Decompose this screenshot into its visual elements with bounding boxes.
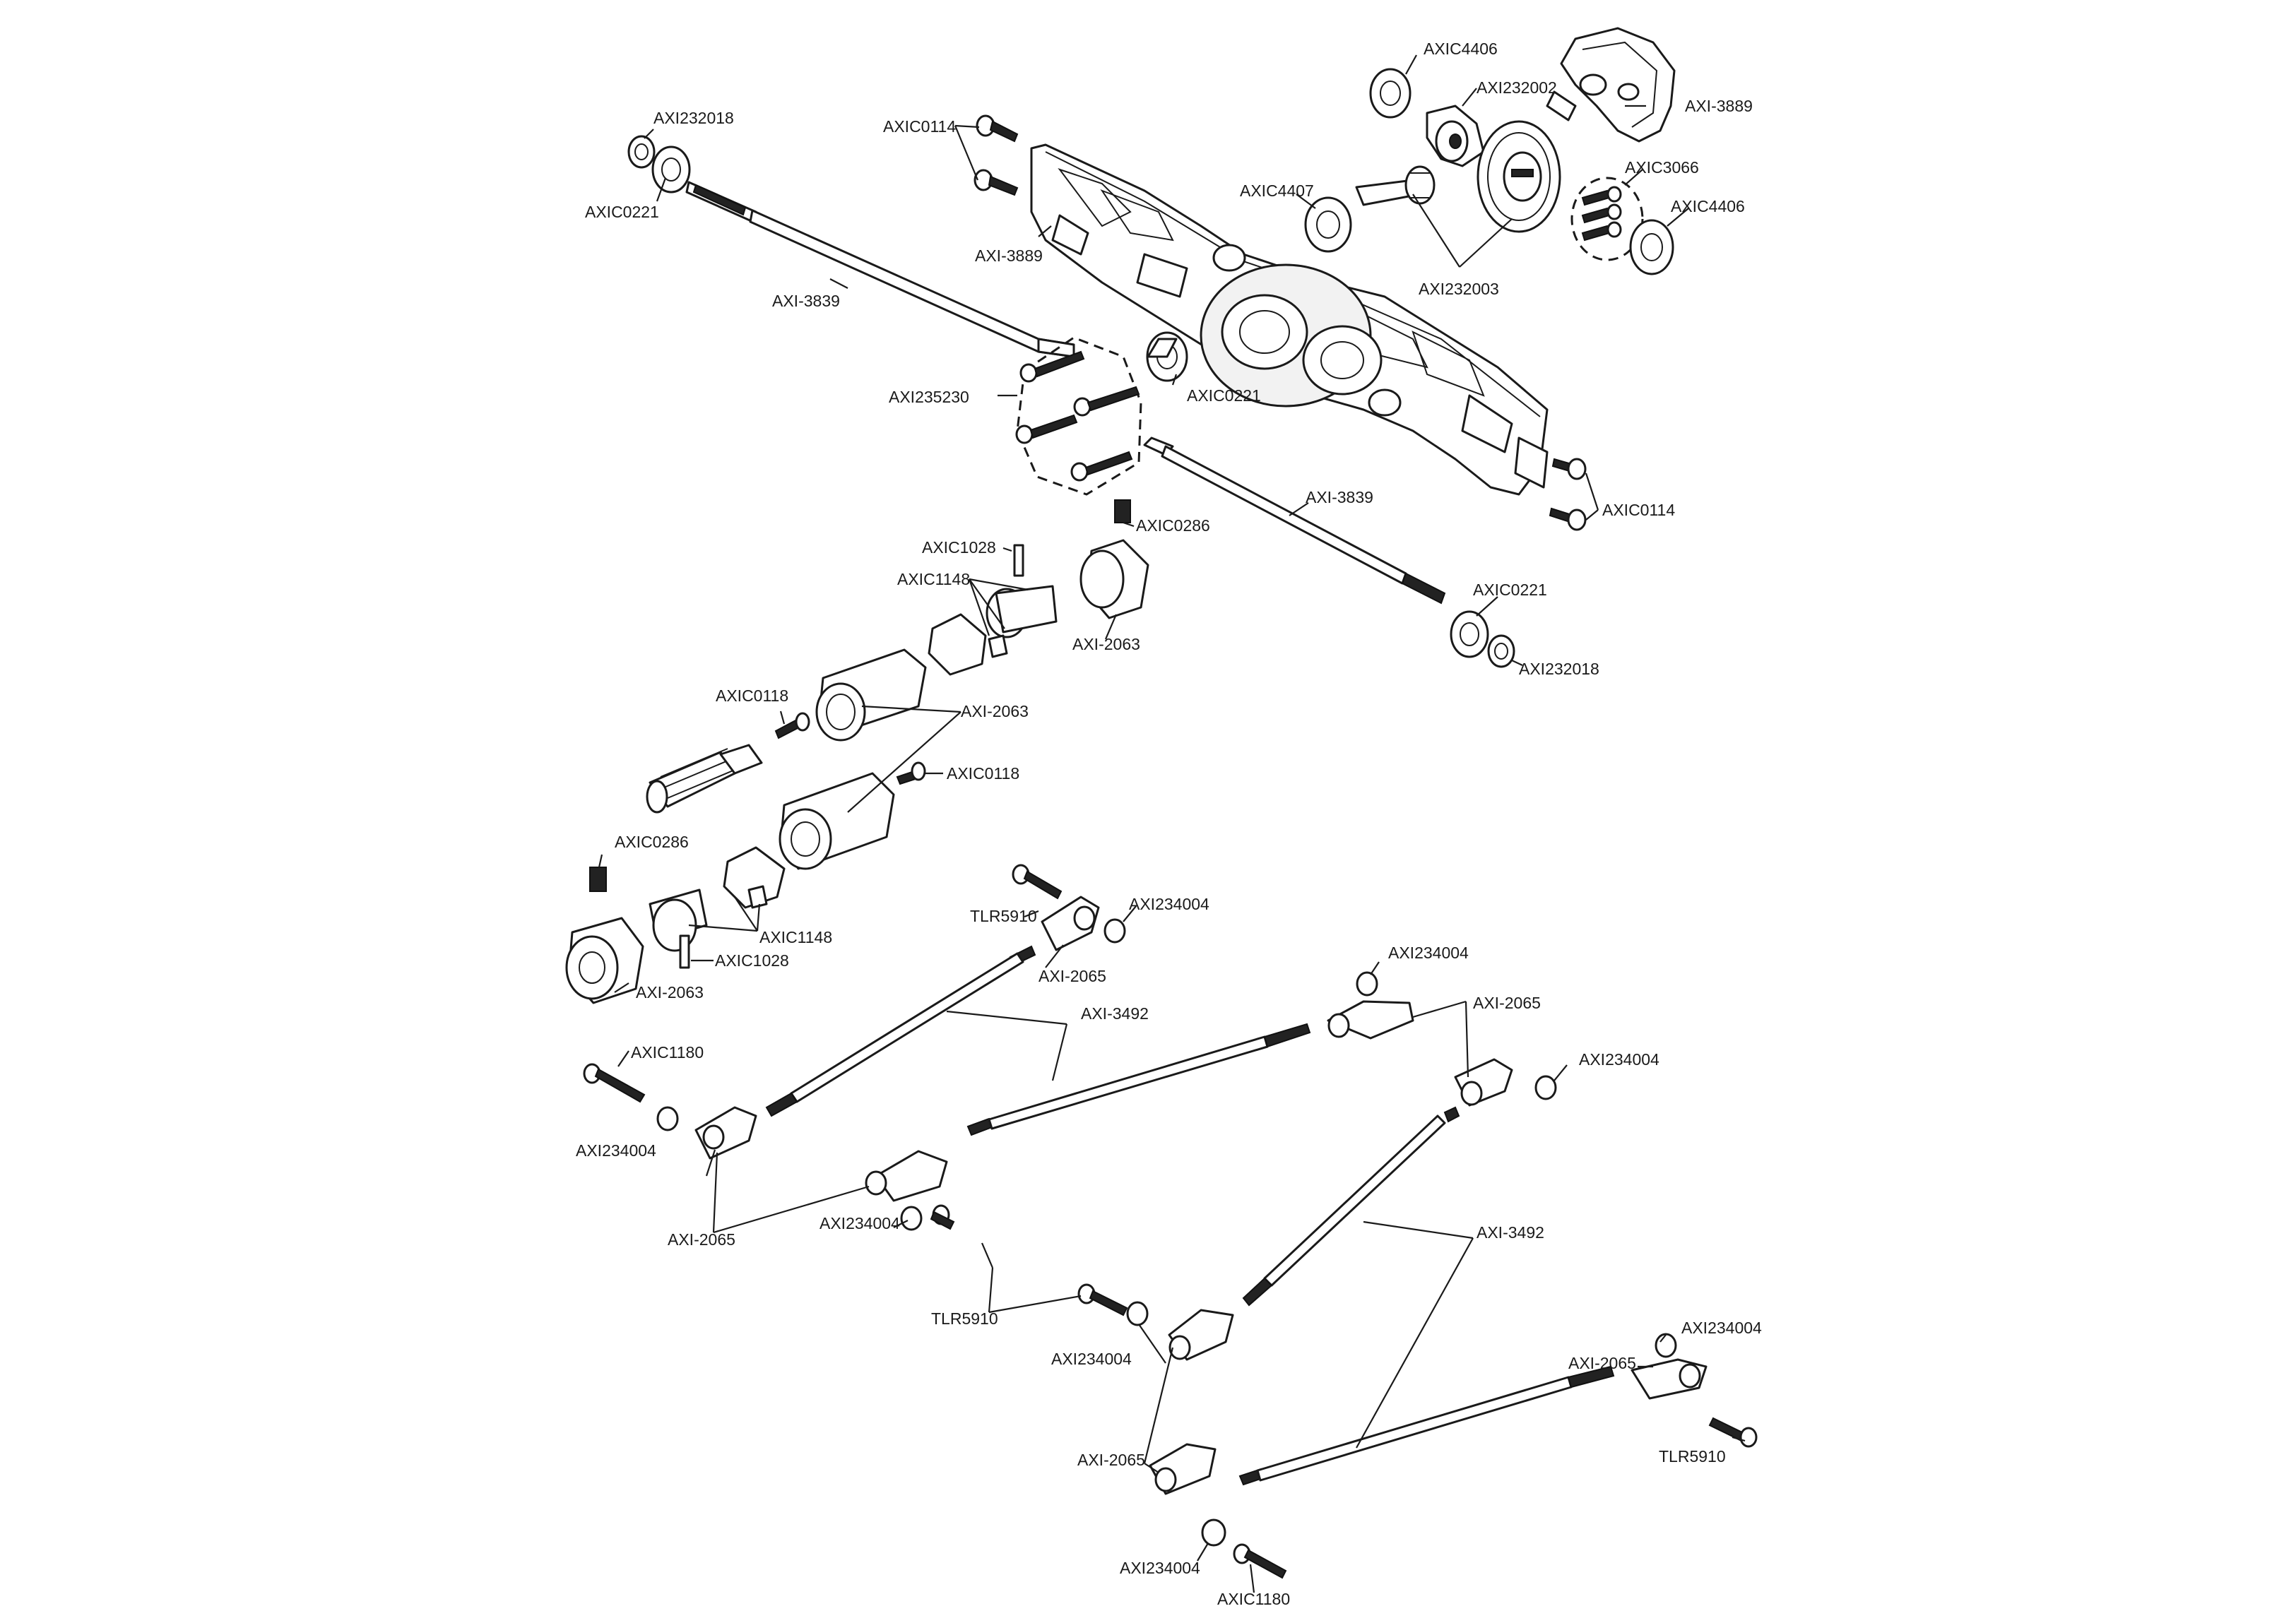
label-axic1180-a: AXIC1180 xyxy=(631,1043,704,1062)
leader-lines xyxy=(598,54,1746,1593)
label-axi234004-h: AXI234004 xyxy=(1120,1559,1200,1577)
label-axic1148-top: AXIC1148 xyxy=(897,570,970,588)
label-axi3492-a: AXI-3492 xyxy=(1081,1004,1149,1023)
label-axi234004-e: AXI234004 xyxy=(819,1214,900,1232)
screw-set-axic3066 xyxy=(1570,177,1644,261)
link-bottom xyxy=(1149,1333,1758,1579)
label-axi234004-a: AXI234004 xyxy=(1129,895,1209,913)
label-axi232018-low: AXI232018 xyxy=(1519,660,1599,678)
label-axic4406-top: AXIC4406 xyxy=(1424,40,1498,58)
label-axic0221-mid: AXIC0221 xyxy=(1187,386,1261,405)
label-axic3066: AXIC3066 xyxy=(1625,158,1699,177)
label-axi3839-top: AXI-3839 xyxy=(772,292,840,310)
label-axic0118-a: AXIC0118 xyxy=(716,686,788,705)
label-axi234004-g: AXI234004 xyxy=(1051,1350,1132,1368)
label-axi234004-d: AXI234004 xyxy=(576,1141,656,1160)
label-axic1148-low: AXIC1148 xyxy=(759,928,832,946)
label-axi3492-b: AXI-3492 xyxy=(1477,1223,1544,1242)
label-axic4406-right: AXIC4406 xyxy=(1671,197,1745,215)
label-axic0118-b: AXIC0118 xyxy=(947,764,1019,783)
label-axi3839-mid: AXI-3839 xyxy=(1306,488,1373,506)
label-tlr5910-a: TLR5910 xyxy=(970,907,1037,925)
bearing-axic4406-top xyxy=(1369,68,1412,119)
ring-gear xyxy=(1477,120,1561,233)
link-right xyxy=(1077,1058,1557,1361)
label-axic0286-low: AXIC0286 xyxy=(615,833,689,851)
bolt-axic0114-right xyxy=(1549,458,1587,531)
axle-shaft-top xyxy=(627,135,1075,358)
label-axi3889-left: AXI-3889 xyxy=(975,246,1043,265)
bolt-axic0114-top xyxy=(974,114,1019,196)
driveshaft-assembly xyxy=(565,499,1149,1004)
label-axi234004-b: AXI234004 xyxy=(1388,944,1469,962)
label-axic1180-b: AXIC1180 xyxy=(1217,1590,1290,1608)
bearing-axic4406-right xyxy=(1629,219,1674,275)
label-axi2063-b: AXI-2063 xyxy=(961,702,1029,720)
bearing-axic0221-mid xyxy=(1146,331,1188,382)
label-axi234004-c: AXI234004 xyxy=(1579,1050,1659,1069)
diff-cover-axi3889 xyxy=(1546,27,1676,143)
label-axic0114-top: AXIC0114 xyxy=(883,117,956,136)
label-axi2063-c: AXI-2063 xyxy=(636,983,704,1001)
label-axic0221-low: AXIC0221 xyxy=(1473,581,1547,599)
diff-carrier-axi232002 xyxy=(1426,105,1485,167)
label-axi235230: AXI235230 xyxy=(889,388,969,406)
part-labels: AXI232018 AXIC0221 AXI-3839 AXIC0114 AXI… xyxy=(576,40,1762,1608)
label-axic4407: AXIC4407 xyxy=(1240,182,1314,200)
label-axic0114-right: AXIC0114 xyxy=(1602,501,1675,519)
label-tlr5910-b: TLR5910 xyxy=(931,1309,998,1328)
link-upper-left xyxy=(583,864,1126,1160)
bearing-axic4407 xyxy=(1304,196,1352,253)
label-tlr5910-c: TLR5910 xyxy=(1659,1447,1726,1466)
label-axi2065-c: AXI-2065 xyxy=(668,1230,735,1249)
label-axic0221-top: AXIC0221 xyxy=(585,203,659,221)
label-axic1028-low: AXIC1028 xyxy=(715,951,789,970)
label-axi2065-d: AXI-2065 xyxy=(1568,1354,1636,1372)
label-axi232003: AXI232003 xyxy=(1419,280,1499,298)
label-axi234004-f: AXI234004 xyxy=(1681,1319,1762,1337)
label-axi232018-top: AXI232018 xyxy=(653,109,734,127)
screw-set-axi235230 xyxy=(1015,336,1142,496)
link-upper-middle xyxy=(865,971,1414,1231)
label-axi2065-e: AXI-2065 xyxy=(1077,1451,1145,1469)
label-axic1028-top: AXIC1028 xyxy=(922,538,996,557)
label-axi2065-b: AXI-2065 xyxy=(1473,994,1541,1012)
label-axi3889-right: AXI-3889 xyxy=(1685,97,1753,115)
axle-shaft-mid xyxy=(1143,436,1515,668)
axle-housing xyxy=(1030,143,1549,496)
label-axi2065-a: AXI-2065 xyxy=(1038,967,1106,985)
label-axi232002: AXI232002 xyxy=(1477,78,1557,97)
label-axi2063-a: AXI-2063 xyxy=(1072,635,1140,653)
pinion-gear-axi232003 xyxy=(1355,165,1436,206)
label-axic0286-top: AXIC0286 xyxy=(1136,516,1210,535)
